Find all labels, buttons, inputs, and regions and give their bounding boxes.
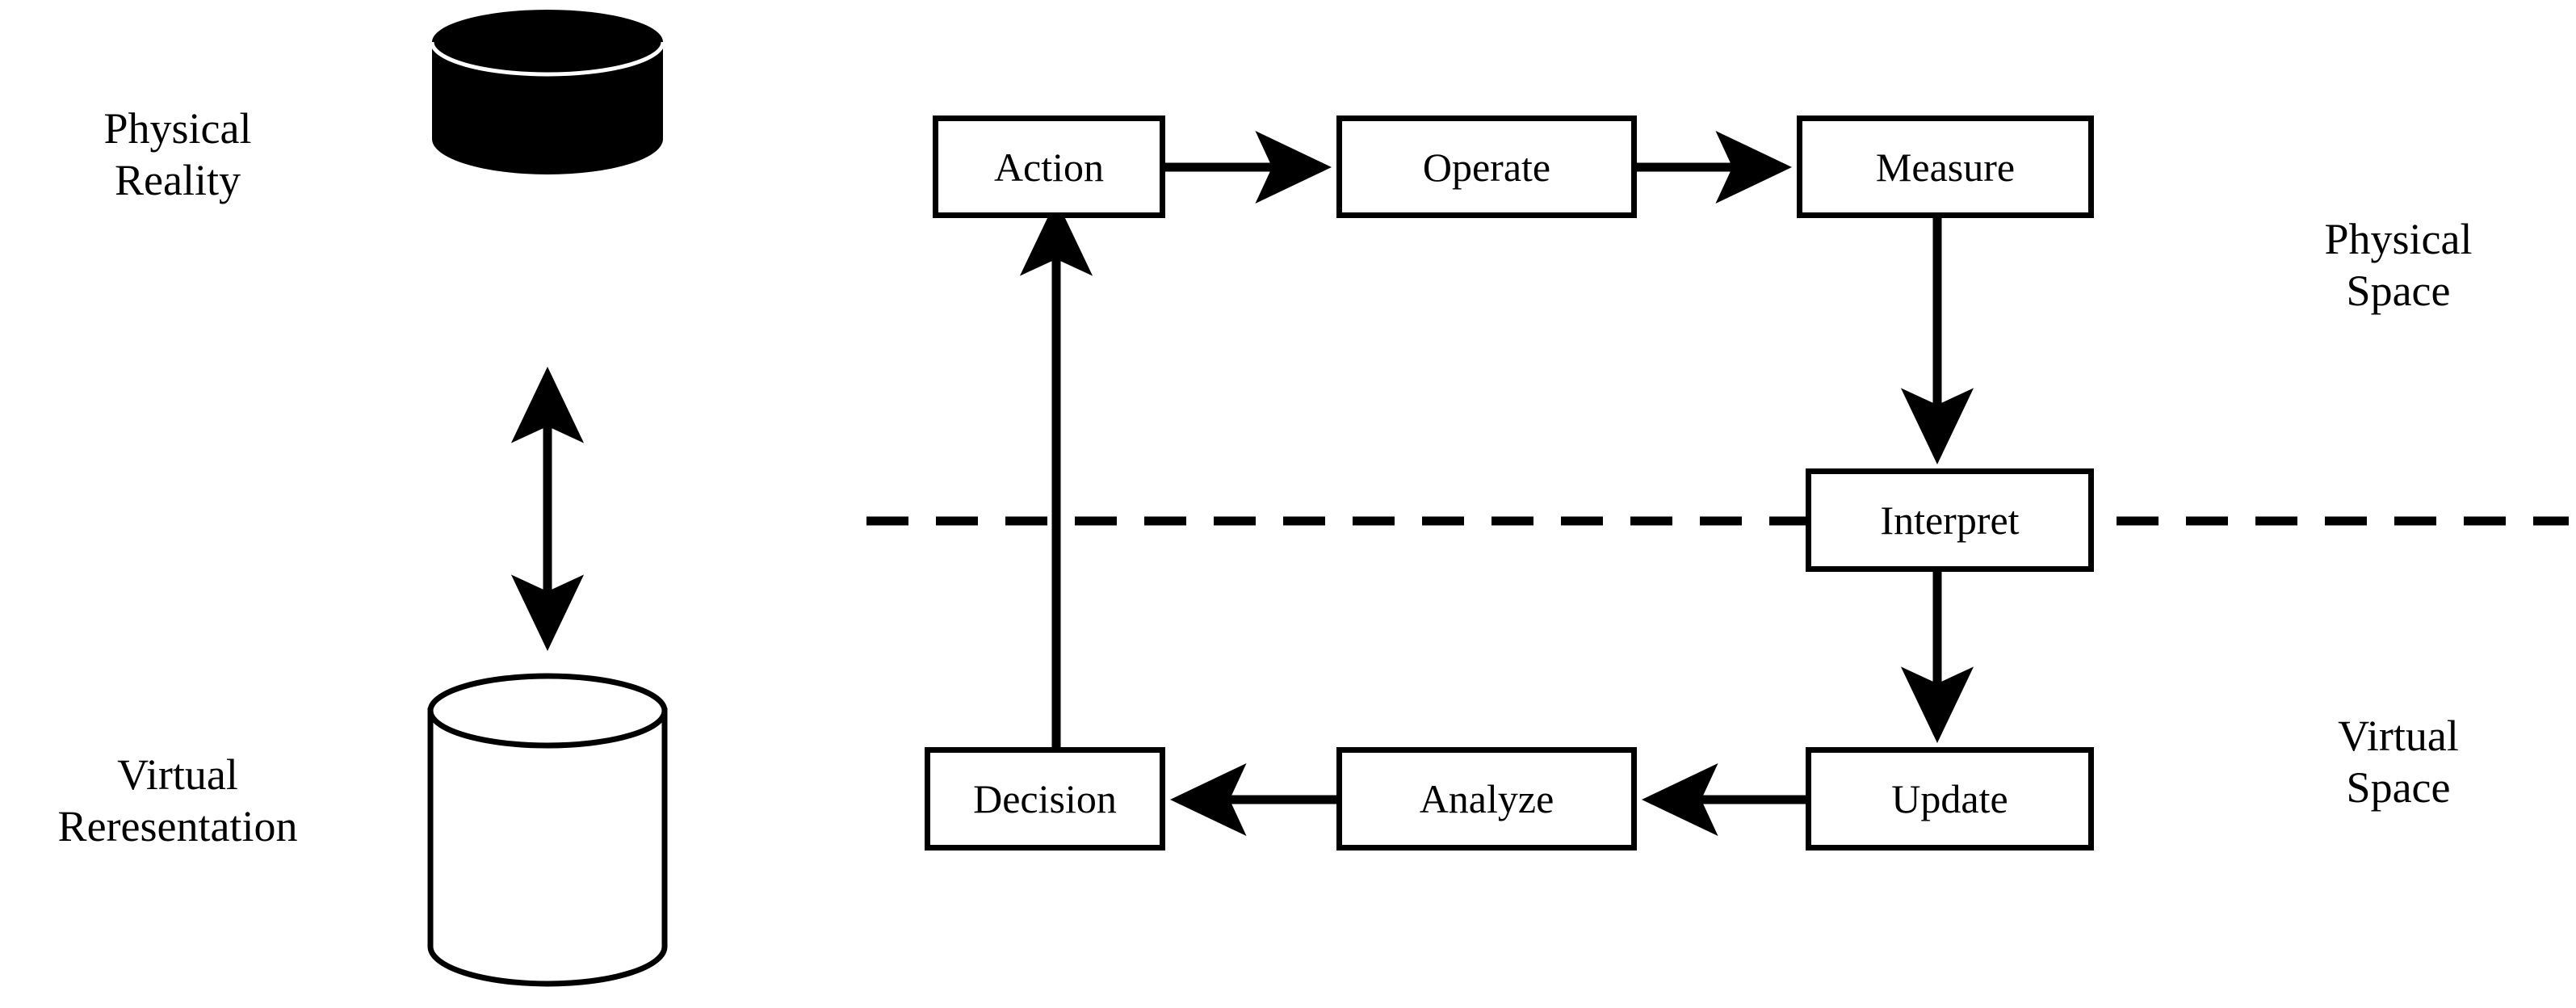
node-interpret-label: Interpret — [1880, 498, 2020, 543]
physical-reality-cylinder — [430, 10, 665, 174]
virtual-space-label-line2: Space — [2346, 762, 2451, 812]
node-measure[interactable]: Measure — [1797, 116, 2094, 218]
node-operate[interactable]: Operate — [1336, 116, 1637, 218]
virtual-representation-label-line1: Virtual — [117, 750, 238, 799]
node-update-label: Update — [1891, 776, 2008, 821]
physical-space-label-line2: Space — [2346, 266, 2451, 315]
physical-reality-label-line2: Reality — [115, 155, 241, 204]
virtual-representation-label-line2: Reresentation — [57, 801, 298, 850]
node-update[interactable]: Update — [1806, 747, 2094, 850]
virtual-space-label: Virtual Space — [2229, 711, 2568, 813]
physical-reality-label: Physical Reality — [0, 103, 355, 206]
node-decision[interactable]: Decision — [925, 747, 1165, 850]
node-action-label: Action — [993, 144, 1105, 190]
node-interpret[interactable]: Interpret — [1806, 468, 2094, 572]
virtual-representation-label: Virtual Reresentation — [0, 750, 355, 852]
node-measure-label: Measure — [1875, 144, 2016, 190]
virtual-space-label-line1: Virtual — [2338, 712, 2459, 760]
node-action[interactable]: Action — [933, 116, 1165, 218]
node-decision-label: Decision — [973, 776, 1117, 821]
node-analyze[interactable]: Analyze — [1336, 747, 1637, 850]
physical-space-label-line1: Physical — [2324, 215, 2473, 263]
physical-reality-label-line1: Physical — [103, 104, 252, 153]
physical-space-label: Physical Space — [2229, 214, 2568, 317]
virtual-representation-cylinder — [427, 673, 668, 987]
node-analyze-label: Analyze — [1419, 776, 1554, 821]
node-operate-label: Operate — [1422, 144, 1551, 190]
